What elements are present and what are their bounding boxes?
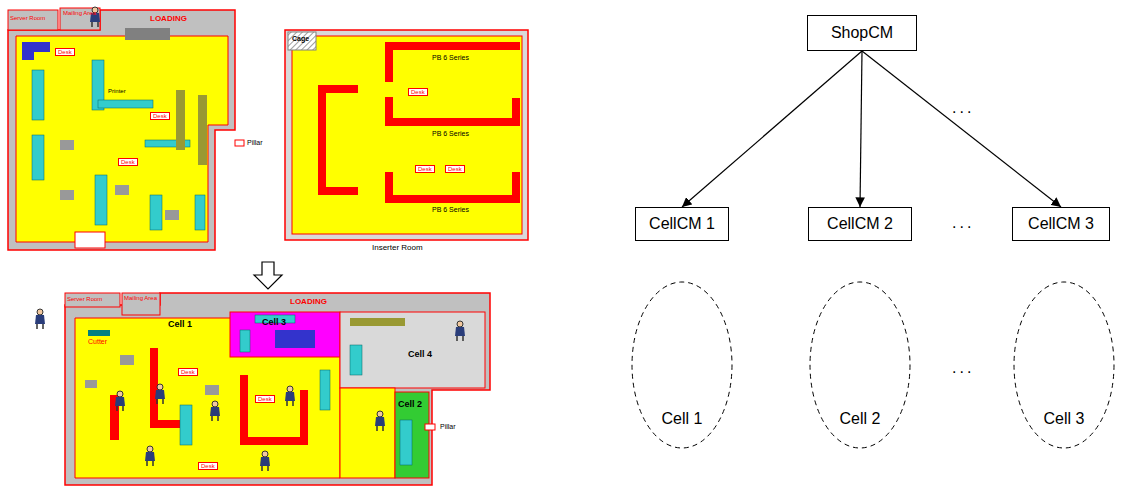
machine-name: Cutter bbox=[88, 338, 107, 345]
hierarchy-arrow bbox=[682, 51, 862, 207]
plan-before bbox=[8, 8, 244, 250]
desk-tag: Desk bbox=[55, 48, 75, 56]
transform-arrow bbox=[254, 262, 282, 289]
room-name: Mailing Area bbox=[63, 10, 99, 16]
desk-tag: Desk bbox=[255, 395, 275, 403]
worker-figures bbox=[35, 7, 465, 471]
desk-tag: Desk bbox=[408, 88, 428, 96]
node-label: CellCM 2 bbox=[827, 215, 893, 233]
node-label: CellCM 3 bbox=[1028, 215, 1094, 233]
manager-box: ShopCM bbox=[807, 15, 917, 51]
cell-name: Cell 3 bbox=[262, 318, 286, 327]
machine-name: PB 6 Series bbox=[432, 54, 469, 61]
manager-box: CellCM 1 bbox=[635, 207, 729, 241]
desk-tag: Desk bbox=[198, 462, 218, 470]
cell-ellipse: Cell 1 bbox=[630, 280, 734, 450]
ellipsis: ... bbox=[952, 215, 974, 232]
node-label: Cell 1 bbox=[662, 410, 703, 428]
cell-ellipse: Cell 2 bbox=[808, 280, 912, 450]
plan-after bbox=[65, 293, 490, 485]
desk-tag: Desk bbox=[445, 165, 465, 173]
area-name: LOADING bbox=[290, 298, 327, 306]
node-label: ShopCM bbox=[831, 24, 893, 42]
legend-text: Pillar bbox=[247, 139, 263, 146]
room-name: Mailing Area bbox=[124, 295, 158, 301]
node-label: Cell 3 bbox=[1044, 410, 1085, 428]
area-name: Cage bbox=[292, 35, 309, 42]
desk-tag: Desk bbox=[415, 165, 435, 173]
room-name: Server Room bbox=[10, 15, 45, 21]
cell-name: Cell 4 bbox=[408, 350, 432, 359]
node-label: CellCM 1 bbox=[649, 215, 715, 233]
hierarchy-arrow bbox=[862, 51, 1061, 207]
legend-text: Pillar bbox=[440, 423, 456, 430]
machine-name: Printer bbox=[108, 88, 126, 94]
room-name: Inserter Room bbox=[372, 244, 423, 252]
machine-name: PB 6 Series bbox=[432, 206, 469, 213]
node-label: Cell 2 bbox=[840, 410, 881, 428]
desk-tag: Desk bbox=[150, 112, 170, 120]
plan-inserter-room bbox=[285, 30, 528, 240]
manager-box: CellCM 3 bbox=[1012, 207, 1110, 241]
cell-name: Cell 1 bbox=[168, 320, 192, 329]
desk-tag: Desk bbox=[178, 368, 198, 376]
area-name: LOADING bbox=[150, 15, 187, 23]
room-name: Server Room bbox=[67, 296, 102, 302]
machine-name: PB 6 Series bbox=[432, 130, 469, 137]
hierarchy-arrow bbox=[860, 51, 862, 207]
ellipsis: ... bbox=[952, 360, 974, 377]
manager-box: CellCM 2 bbox=[808, 207, 912, 241]
desk-tag: Desk bbox=[118, 158, 138, 166]
cell-name: Cell 2 bbox=[398, 400, 422, 409]
cell-ellipse: Cell 3 bbox=[1012, 280, 1116, 450]
ellipsis: ... bbox=[952, 100, 974, 117]
